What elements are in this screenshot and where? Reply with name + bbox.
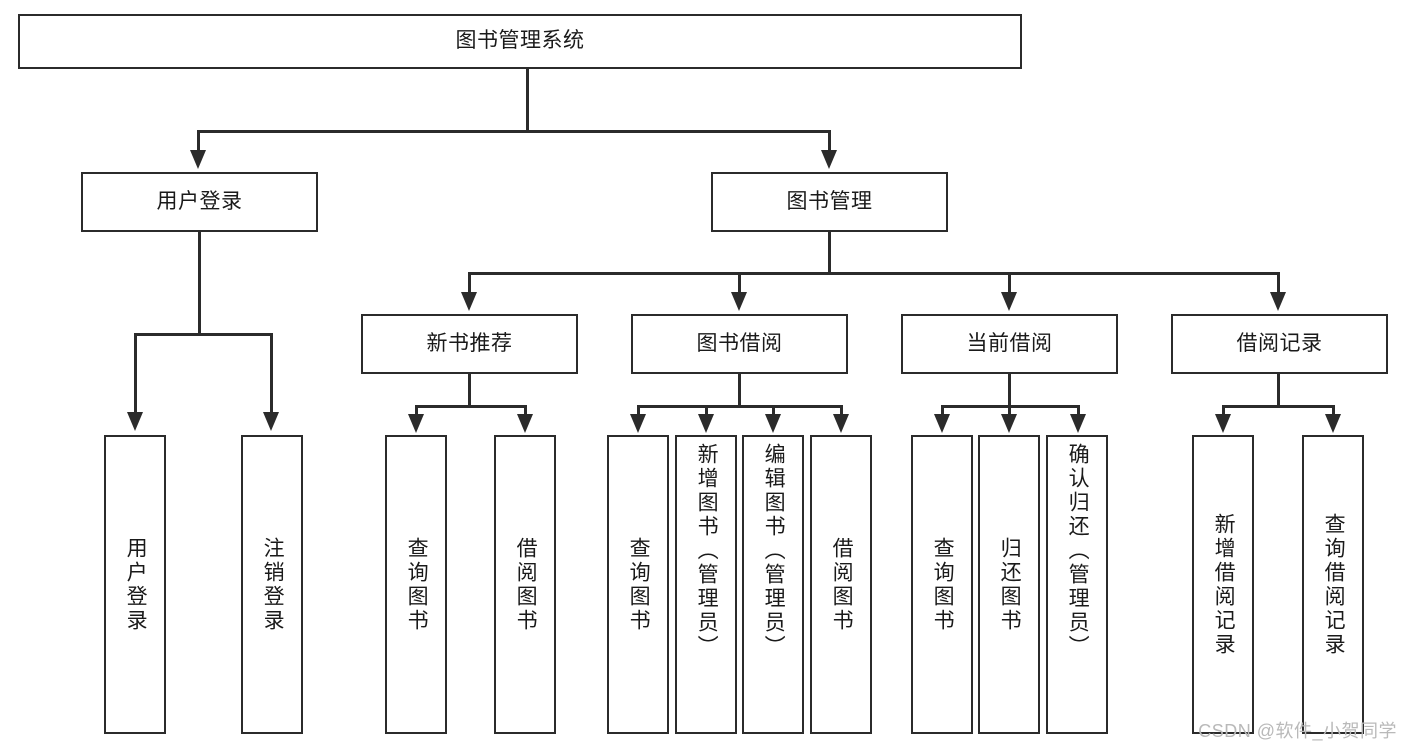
node-label: 归还图书: [998, 536, 1022, 633]
edge-to-leaf-br-add: [1222, 405, 1225, 417]
edge-to-leaf-cb-query: [941, 405, 944, 417]
leaf-cb-query-book[interactable]: 查询图书: [911, 435, 973, 734]
node-book-borrow[interactable]: 图书借阅: [631, 314, 848, 374]
edge-to-leaf-logout: [270, 333, 273, 415]
arrow-to-leaf-br-query: [1325, 414, 1341, 433]
node-label: 新增图书（管理员）: [695, 443, 719, 659]
node-label: 新书推荐: [426, 331, 513, 355]
leaf-br-add-record[interactable]: 新增借阅记录: [1192, 435, 1254, 734]
leaf-nbr-query-book[interactable]: 查询图书: [385, 435, 447, 734]
arrow-to-leaf-cb-confirm: [1070, 414, 1086, 433]
edge-book-borrow-bus: [637, 405, 843, 408]
edge-level1-bus: [197, 130, 831, 133]
edge-to-new-book-recommend: [468, 272, 471, 294]
edge-root-stem: [526, 69, 529, 132]
edge-book-management-stem: [828, 232, 831, 274]
arrow-to-leaf-cb-query: [934, 414, 950, 433]
edge-to-borrow-records: [1277, 272, 1280, 294]
arrow-to-current-borrow: [1001, 292, 1017, 311]
node-label: 新增借阅记录: [1212, 512, 1236, 657]
arrow-to-leaf-bb-query: [630, 414, 646, 433]
arrow-to-leaf-cb-return: [1001, 414, 1017, 433]
arrow-to-leaf-nbr-query: [408, 414, 424, 433]
node-label: 确认归还（管理员）: [1066, 443, 1090, 659]
node-label: 查询借阅记录: [1322, 512, 1346, 657]
edge-to-leaf-user-login: [134, 333, 137, 415]
arrow-to-borrow-records: [1270, 292, 1286, 311]
node-label: 注销登录: [261, 536, 285, 633]
edge-level2-bus: [468, 272, 1280, 275]
arrow-to-book-borrow: [731, 292, 747, 311]
edge-user-login-bus: [134, 333, 273, 336]
edge-current-borrow-stem: [1008, 374, 1011, 407]
edge-borrow-records-stem: [1277, 374, 1280, 407]
leaf-bb-query-book[interactable]: 查询图书: [607, 435, 669, 734]
node-root-book-management-system[interactable]: 图书管理系统: [18, 14, 1022, 69]
edge-to-leaf-bb-add: [705, 405, 708, 417]
node-label: 用户登录: [124, 536, 148, 633]
leaf-logout[interactable]: 注销登录: [241, 435, 303, 734]
leaf-cb-return-book[interactable]: 归还图书: [978, 435, 1040, 734]
node-label: 图书借阅: [696, 331, 783, 355]
arrow-to-leaf-nbr-borrow: [517, 414, 533, 433]
node-label: 查询图书: [627, 536, 651, 633]
node-label: 图书管理系统: [455, 29, 585, 53]
edge-to-leaf-bb-edit: [772, 405, 775, 417]
node-label: 当前借阅: [966, 331, 1053, 355]
leaf-bb-borrow-book[interactable]: 借阅图书: [810, 435, 872, 734]
node-user-login[interactable]: 用户登录: [81, 172, 318, 232]
node-new-book-recommend[interactable]: 新书推荐: [361, 314, 578, 374]
arrow-to-book-management: [821, 150, 837, 169]
edge-borrow-records-bus: [1222, 405, 1335, 408]
node-label: 用户登录: [156, 189, 243, 213]
edge-new-book-recommend-bus: [415, 405, 527, 408]
node-label: 借阅记录: [1236, 331, 1323, 355]
edge-to-current-borrow: [1008, 272, 1011, 294]
leaf-nbr-borrow-book[interactable]: 借阅图书: [494, 435, 556, 734]
leaf-bb-edit-book-admin[interactable]: 编辑图书（管理员）: [742, 435, 804, 734]
arrow-to-leaf-bb-edit: [765, 414, 781, 433]
arrow-to-leaf-br-add: [1215, 414, 1231, 433]
node-book-management[interactable]: 图书管理: [711, 172, 948, 232]
node-label: 借阅图书: [514, 536, 538, 633]
leaf-user-login[interactable]: 用户登录: [104, 435, 166, 734]
arrow-to-new-book-recommend: [461, 292, 477, 311]
edge-book-borrow-stem: [738, 374, 741, 407]
arrow-to-leaf-bb-borrow: [833, 414, 849, 433]
edge-to-leaf-cb-return: [1008, 405, 1011, 417]
arrow-to-user-login: [190, 150, 206, 169]
leaf-cb-confirm-return-admin[interactable]: 确认归还（管理员）: [1046, 435, 1108, 734]
node-label: 编辑图书（管理员）: [762, 443, 786, 659]
node-label: 借阅图书: [830, 536, 854, 633]
node-label: 查询图书: [931, 536, 955, 633]
edge-to-leaf-br-query: [1332, 405, 1335, 417]
arrow-to-leaf-bb-add: [698, 414, 714, 433]
edge-to-leaf-nbr-query: [415, 405, 418, 417]
edge-to-leaf-bb-borrow: [840, 405, 843, 417]
node-label: 图书管理: [786, 189, 873, 213]
edge-new-book-recommend-stem: [468, 374, 471, 407]
watermark-text: CSDN @软件_小贺同学: [1198, 721, 1397, 741]
edge-to-leaf-bb-query: [637, 405, 640, 417]
edge-to-user-login: [197, 130, 200, 153]
edge-to-leaf-cb-confirm: [1077, 405, 1080, 417]
leaf-br-query-record[interactable]: 查询借阅记录: [1302, 435, 1364, 734]
edge-user-login-stem: [198, 232, 201, 335]
arrow-to-leaf-logout: [263, 412, 279, 431]
edge-to-leaf-nbr-borrow: [524, 405, 527, 417]
leaf-bb-add-book-admin[interactable]: 新增图书（管理员）: [675, 435, 737, 734]
node-current-borrow[interactable]: 当前借阅: [901, 314, 1118, 374]
node-label: 查询图书: [405, 536, 429, 633]
node-borrow-records[interactable]: 借阅记录: [1171, 314, 1388, 374]
edge-to-book-borrow: [738, 272, 741, 294]
arrow-to-leaf-user-login: [127, 412, 143, 431]
edge-to-book-management: [828, 130, 831, 153]
